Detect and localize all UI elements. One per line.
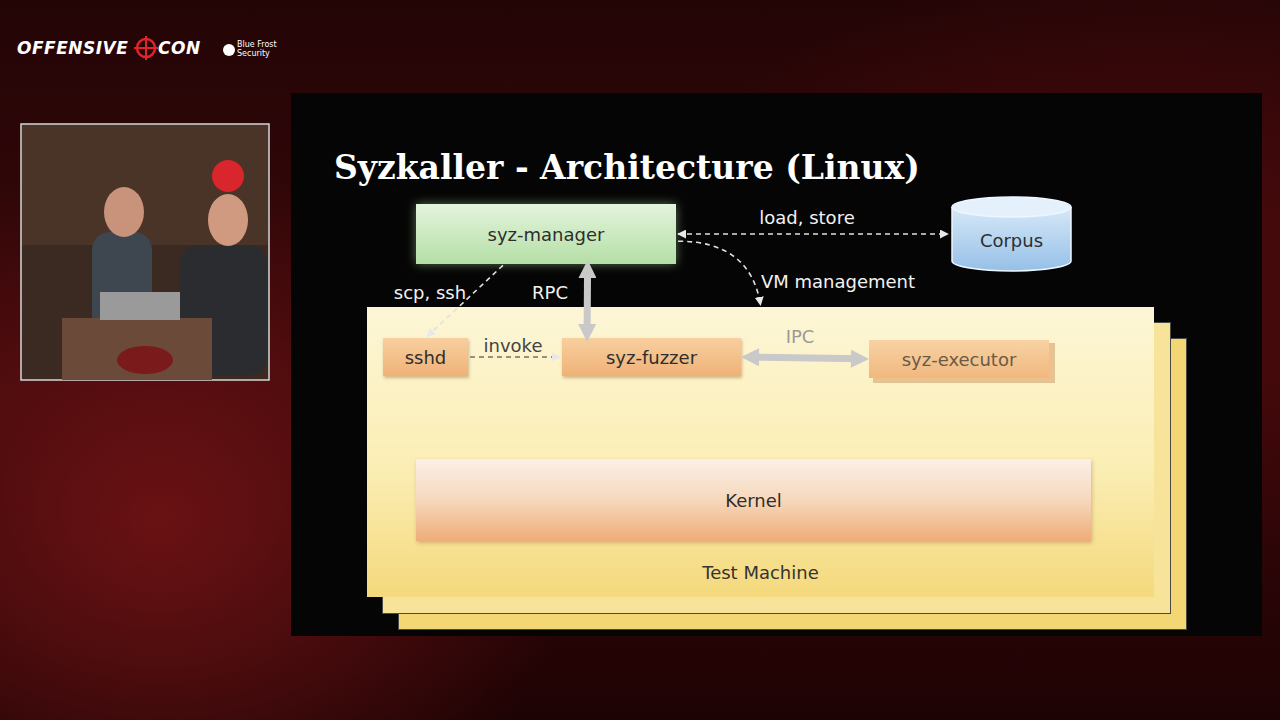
band-label: Test Machine: [367, 562, 1154, 583]
node-label: Corpus: [980, 230, 1043, 251]
node-label: Kernel: [725, 490, 782, 511]
node-label: syz-executor: [902, 349, 1017, 370]
process-box: syz-fuzzer: [562, 338, 741, 376]
speaker-head: [104, 187, 144, 237]
slide-panel: [291, 93, 1262, 636]
podium: [62, 318, 212, 380]
inset-frame: [21, 124, 269, 380]
edge-label: invoke: [484, 335, 543, 356]
database-cylinder: Corpus: [950, 195, 1073, 273]
process-box: syz-executor: [869, 340, 1049, 378]
thick-connector: [750, 357, 860, 359]
speaker-inset: [21, 124, 269, 380]
edge-label: IPC: [786, 326, 815, 347]
node-label: sshd: [405, 347, 447, 368]
dashed-connector: [678, 233, 948, 235]
node-label: syz-manager: [488, 224, 605, 245]
slide-title: Syzkaller - Architecture (Linux): [334, 148, 920, 187]
cylinder-top: [952, 197, 1071, 217]
process-box: sshd: [383, 338, 468, 376]
logo-text: Security: [237, 49, 270, 58]
kernel-band: Kernel: [416, 459, 1091, 541]
dashed-connector: [470, 356, 560, 358]
edge-label: RPC: [532, 282, 568, 303]
manager-box: syz-manager: [416, 204, 676, 264]
logo-text: CON: [158, 38, 201, 58]
podium-logo: [117, 346, 173, 374]
edge-label: scp, ssh: [394, 282, 466, 303]
logo-text: OFFENSIVE: [17, 38, 128, 58]
crosshair-logo: [134, 36, 235, 60]
logo-text: Blue Frost: [237, 40, 277, 49]
node-label: syz-fuzzer: [606, 347, 697, 368]
laptop: [100, 292, 180, 320]
inset-wall: [22, 125, 268, 245]
thick-connector: [584, 269, 591, 333]
lock-icon: [223, 44, 235, 56]
speaker-head: [208, 194, 248, 246]
crosshair-line: [145, 36, 147, 60]
edge-label: VM management: [761, 271, 915, 292]
edge-label: load, store: [759, 207, 854, 228]
sponsor-logo: [212, 160, 244, 192]
dashed-connector: [678, 241, 761, 305]
